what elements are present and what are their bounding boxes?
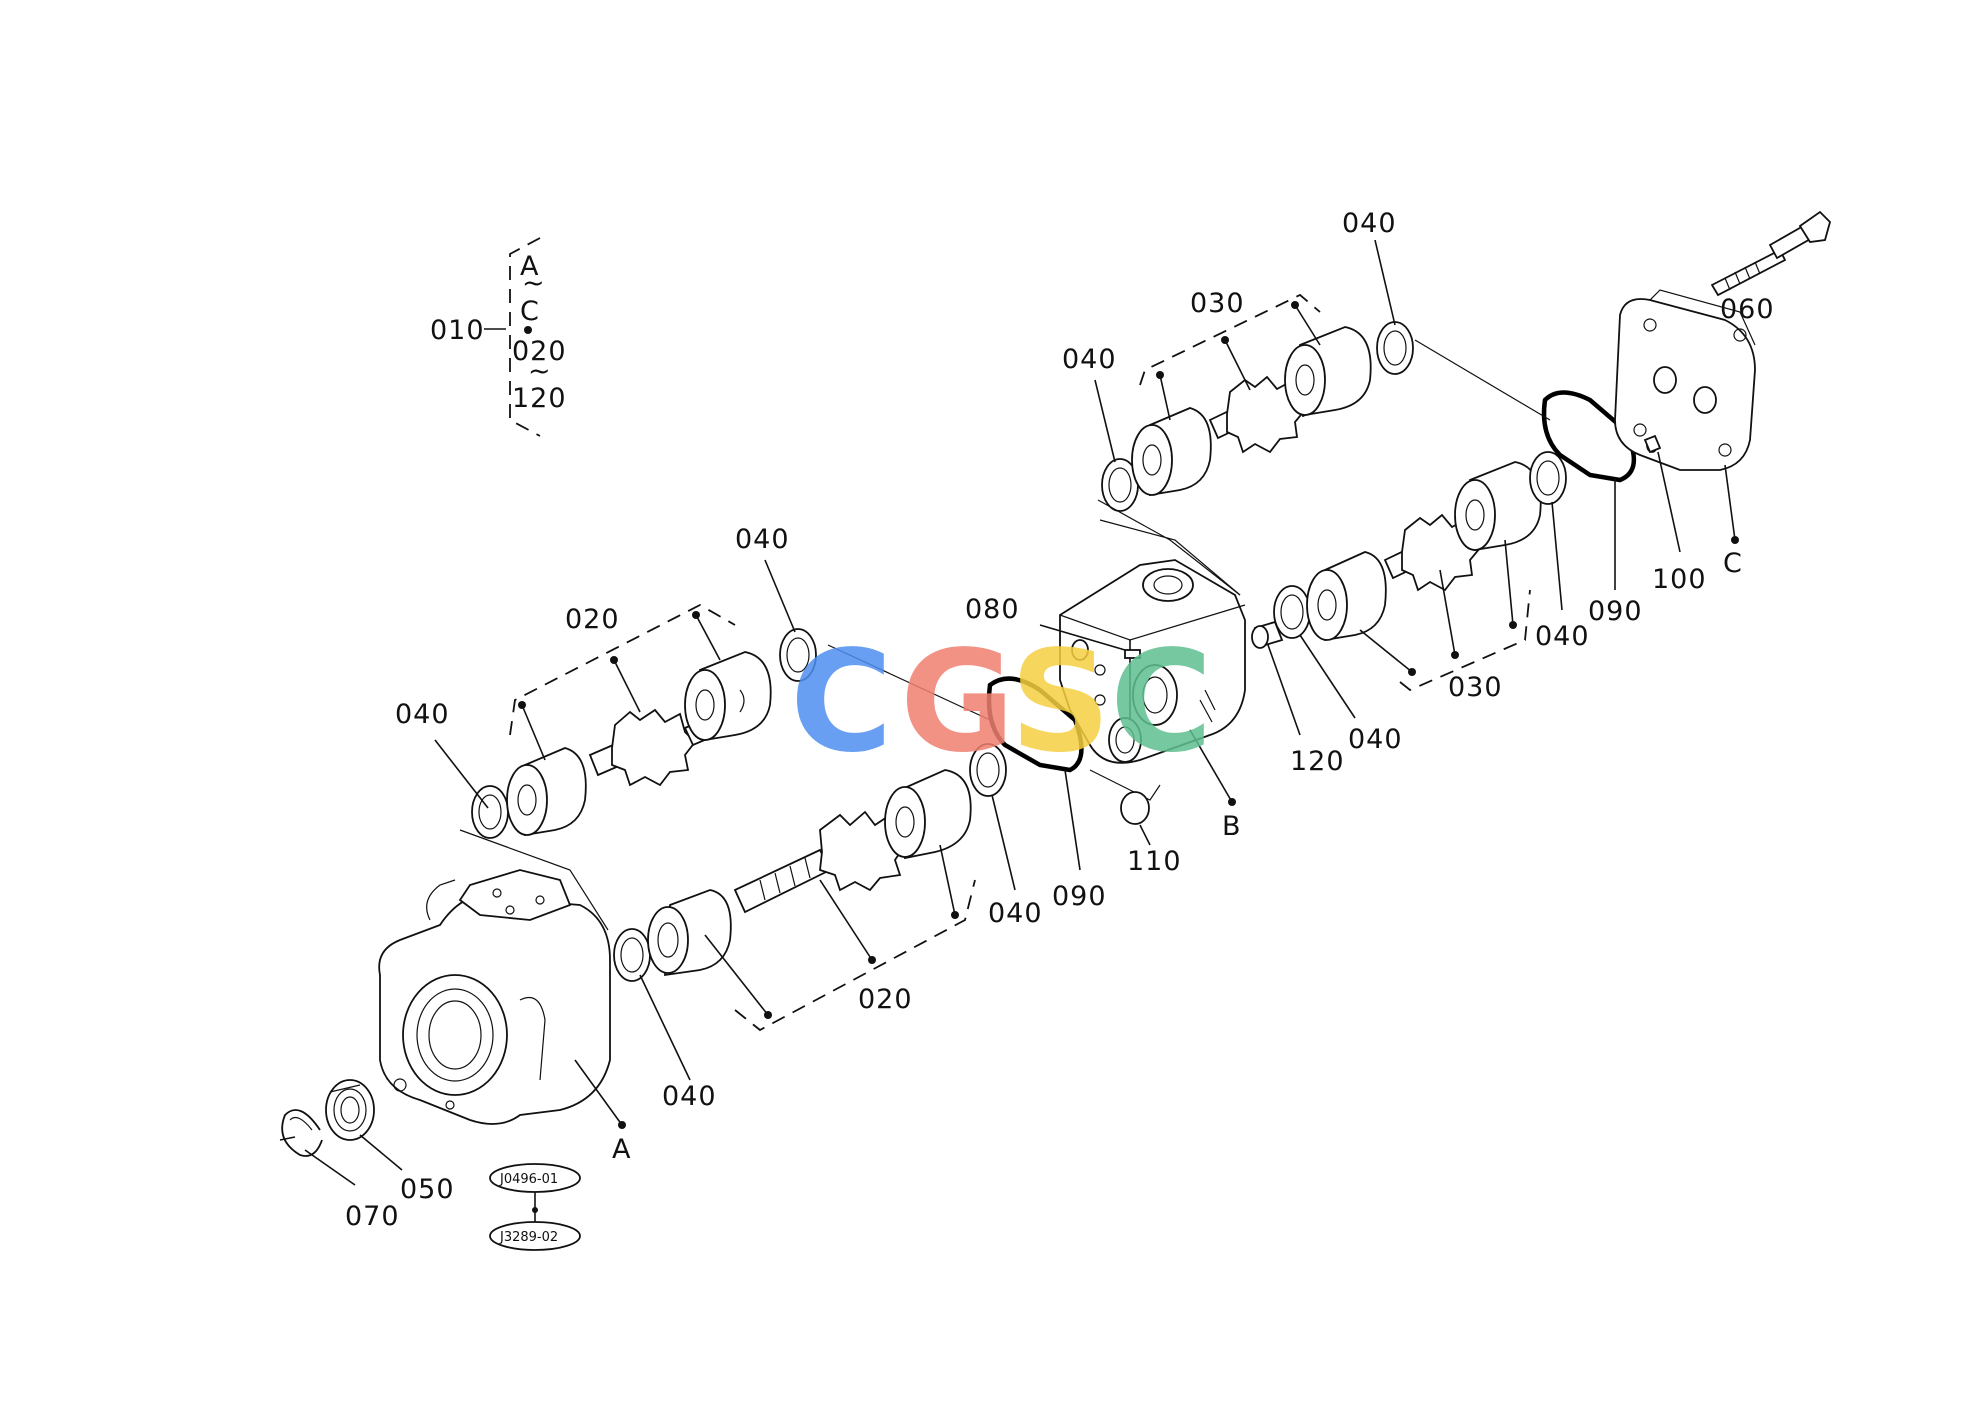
callout-030-top: 030: [1190, 288, 1245, 319]
watermark-letter-1: C: [790, 621, 893, 784]
bushing-upper-right: [684, 651, 772, 742]
assembly-line-left: [459, 829, 609, 931]
pin-100: 100: [1643, 434, 1707, 595]
bracket-030-lower: 030: [1359, 539, 1531, 703]
callout-060: 060: [1720, 294, 1775, 325]
bracket-020-upper: 020: [509, 603, 736, 761]
seal-ring-040-mid: 040: [735, 524, 817, 682]
callout-120: 120: [1290, 746, 1345, 777]
callout-c: C: [1723, 548, 1743, 579]
callout-090-right: 090: [1588, 596, 1643, 627]
callout-050: 050: [400, 1174, 455, 1205]
seal-ring-040-top-left: 040: [1062, 344, 1139, 512]
front-housing-a: A: [378, 869, 631, 1165]
assembly-line-mid: [827, 644, 991, 721]
bushing-030-top-left: [1131, 407, 1212, 497]
reference-tags: J0496-01 J3289-02: [489, 1163, 581, 1251]
callout-040-right-lower: 040: [1535, 621, 1590, 652]
watermark-letter-2: G: [900, 621, 1015, 784]
range-label-c: C: [520, 296, 540, 327]
assembly-line-top: [1097, 499, 1241, 596]
callout-030-lower: 030: [1448, 672, 1503, 703]
callout-040-left: 040: [395, 699, 450, 730]
bolt-060: 060: [1710, 210, 1832, 325]
seal-ring-040-center-right: 040: [1273, 585, 1403, 755]
end-cover-c: C: [1614, 289, 1756, 579]
range-tilde-2: ~: [528, 356, 552, 387]
ref-tag-bottom: J3289-02: [499, 1230, 558, 1245]
bushing-lower-right: [884, 769, 972, 860]
assembly-line-right: [1414, 339, 1551, 421]
range-label-020: 020: [512, 336, 567, 367]
bushing-030-lower-right: [1454, 461, 1542, 552]
callout-040-bottom: 040: [662, 1081, 717, 1112]
bushing-upper-left: [506, 747, 587, 837]
bushing-lower-left: [647, 889, 732, 977]
callout-b: B: [1222, 811, 1242, 842]
watermark-logo: C G S C: [790, 621, 1213, 784]
center-housing-b: 080 B: [965, 519, 1246, 842]
callout-040-mid: 040: [735, 524, 790, 555]
callout-100: 100: [1652, 564, 1707, 595]
group-bracket: 010 A ~ C 020 ~ 120: [430, 237, 567, 437]
ring-110: 110: [1120, 791, 1182, 877]
seal-ring-040-center: 040: [969, 743, 1043, 929]
oil-seal-050: 050: [325, 1079, 455, 1205]
callout-040-top-right: 040: [1342, 208, 1397, 239]
callout-080: 080: [965, 594, 1020, 625]
range-label-120: 120: [512, 383, 567, 414]
seal-ring-040-top-right: 040: [1342, 208, 1414, 375]
group-label-010: 010: [430, 315, 485, 346]
seal-ring-040-left: 040: [395, 699, 509, 839]
bushing-030-lower-left: [1306, 551, 1387, 642]
oring-090-right: 090: [1541, 390, 1643, 627]
callout-040-top-left: 040: [1062, 344, 1117, 375]
callout-040-center-right: 040: [1348, 724, 1403, 755]
watermark-letter-3: S: [1010, 621, 1111, 784]
callout-040-center: 040: [988, 898, 1043, 929]
callout-070: 070: [345, 1201, 400, 1232]
bushing-030-top-right: [1284, 326, 1372, 417]
sleeve-120: 120: [1251, 620, 1345, 777]
seal-ring-040-bottom: 040: [613, 928, 717, 1112]
seal-ring-040-right-lower: 040: [1529, 451, 1590, 652]
ref-tag-top: J0496-01: [499, 1172, 558, 1187]
callout-110: 110: [1127, 846, 1182, 877]
callout-a: A: [612, 1134, 631, 1165]
callout-020-lower: 020: [858, 984, 913, 1015]
callout-090-center: 090: [1052, 881, 1107, 912]
bracket-030-top: 030: [1139, 288, 1321, 421]
bracket-020-lower: 020: [704, 844, 976, 1032]
snap-ring-070: 070: [279, 1109, 400, 1232]
watermark-letter-4: C: [1110, 621, 1213, 784]
oring-090-center: 090: [986, 676, 1107, 912]
callout-020-upper: 020: [565, 604, 620, 635]
range-tilde-1: ~: [522, 268, 546, 299]
range-label-a: A: [520, 251, 539, 282]
